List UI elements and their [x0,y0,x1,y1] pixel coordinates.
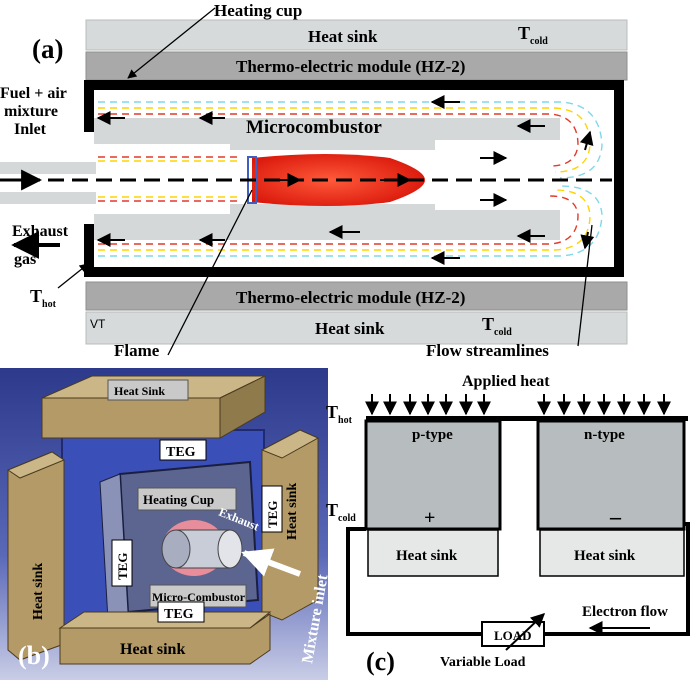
vt-label: VT [90,317,106,331]
heating-cup-label: Heating cup [214,1,302,20]
sink-block-left [7,451,65,661]
load-label: LOAD [494,628,532,643]
flow-arrows [10,95,595,265]
heat-sink-right-c-label: Heat sink [574,548,636,564]
electron-flow-label: Electron flow [582,604,668,620]
flame-label: Flame [114,341,160,360]
p-type-label: p-type [412,427,453,443]
heat-sink-left-b: Heat sink [31,563,46,620]
flow-streamlines-label: Flow streamlines [426,341,549,360]
teg-left-b: TEG [115,553,130,580]
heat-sink-top-label: Heat sink [308,27,378,46]
t-cold-bottom: Tcold [482,314,512,338]
n-type-label: n-type [584,427,625,443]
exhaust-line2: gas [14,251,36,268]
minus-sign: – [609,504,622,529]
variable-load-label: Variable Load [440,655,526,670]
heat-sink-left-c [367,529,499,577]
teg-right-b: TEG [265,501,280,528]
teg-bottom-b: TEG [164,607,194,622]
fuel-inlet-line3: Inlet [14,121,47,138]
fuel-inlet-line2: mixture [4,103,58,120]
heat-sink-right-b: Heat sink [285,483,300,540]
panel-c-label: (c) [366,647,395,676]
fuel-inlet-line1: Fuel + air [0,85,67,102]
t-cold-c: Tcold [326,500,356,524]
heat-sink-bottom-b: Heat sink [120,641,185,658]
applied-heat-label: Applied heat [462,373,550,390]
plus-sign: + [424,507,435,529]
heat-sink-bottom-label: Heat sink [315,319,385,338]
heat-sink-left-c-label: Heat sink [396,548,458,564]
t-hot-a: Thot [30,286,57,310]
micro-combustor-b-label: Micro-Combustor [152,590,246,604]
teg-top [85,51,628,81]
panel-b: (b) Heat Sink TEG Heat sink Heat sink TE… [0,368,332,680]
teg-top-b: TEG [166,445,196,460]
teg-bottom [85,281,628,311]
n-type-leg [536,419,686,531]
inner-wall-bottom [94,204,560,240]
teg-bottom-label: Thermo-electric module (HZ-2) [236,288,465,307]
flow-streamlines [98,101,603,257]
heat-sink-top-b: Heat Sink [114,384,165,398]
applied-heat-arrows [365,394,671,416]
heat-sink-top [85,19,628,51]
inner-wall-top [94,118,560,150]
exhaust-line1: Exhaust [12,223,69,240]
panel-a-label: (a) [32,34,63,64]
panel-b-label: (b) [18,641,50,670]
t-cold-top: Tcold [518,23,548,47]
p-type-leg [364,419,502,531]
teg-top-label: Thermo-electric module (HZ-2) [236,57,465,76]
panel-a: (a) Heating cup Heat sink Tcold Thermo-e… [0,1,628,360]
t-hot-c: Thot [326,402,353,426]
microcombustor-label: Microcombustor [246,117,382,138]
panel-c: (c) Applied heat Thot Tcold p-type n-typ… [326,373,690,676]
heating-cup-b-label: Heating Cup [143,492,214,507]
circuit-wire [346,527,482,636]
heat-sink-right-c [539,529,685,577]
